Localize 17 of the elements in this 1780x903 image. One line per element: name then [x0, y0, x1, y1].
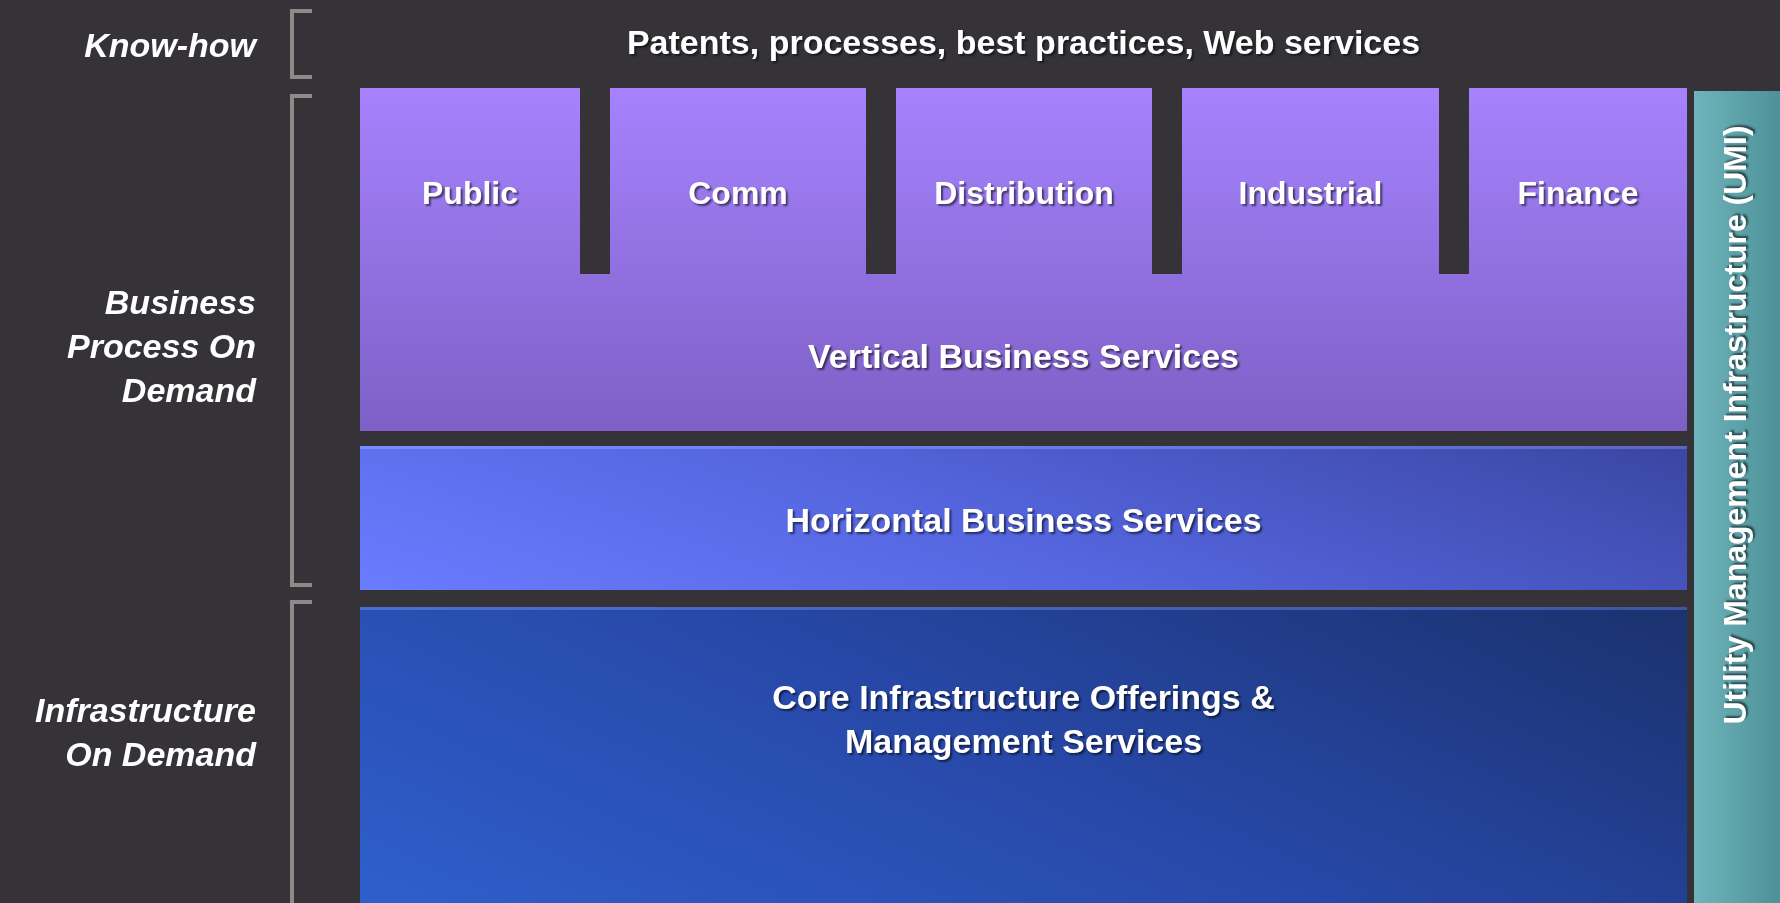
- column-title: Industrial: [1238, 174, 1383, 212]
- layer-title: Core Infrastructure Offerings & Management Services: [771, 676, 1276, 762]
- know-how-description: Patents, processes, best practices, Web services: [625, 22, 1422, 63]
- service-panel: [360, 88, 1687, 431]
- column-title: Distribution: [934, 174, 1114, 212]
- service-layer: [360, 607, 1687, 903]
- layer-title: Horizontal Business Services: [785, 499, 1262, 541]
- bar-title: Utility Management Infrastructure (UMI): [1716, 124, 1754, 727]
- column-title: Comm: [688, 174, 788, 212]
- service-layer: [360, 446, 1687, 590]
- section-label: Know-how: [83, 25, 256, 66]
- column-title: Public: [422, 174, 518, 212]
- column-title: Finance: [1517, 174, 1639, 212]
- section-label: Business Process On Demand: [66, 282, 256, 411]
- infrastructure-bar: [1694, 91, 1780, 903]
- section-label: Infrastructure On Demand: [33, 690, 256, 775]
- panel-title: Vertical Business Services: [807, 336, 1240, 377]
